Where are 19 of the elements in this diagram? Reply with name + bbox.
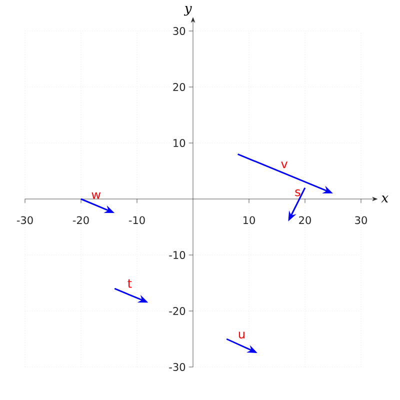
tick-label: 30 — [355, 216, 367, 224]
tick-label: 10 — [243, 216, 255, 224]
tick-label: -20 — [169, 307, 186, 315]
axis-label: y — [184, 6, 192, 16]
tick-label: 20 — [173, 83, 186, 91]
tick-label: -10 — [169, 251, 186, 259]
tick-label: -20 — [72, 216, 89, 224]
tick-label: -30 — [16, 216, 33, 224]
tick-label: 30 — [173, 27, 186, 35]
vector-label: t — [128, 279, 132, 288]
axis-label: x — [381, 196, 388, 202]
tick-label: -10 — [128, 216, 145, 224]
tick-label: -30 — [169, 363, 186, 371]
vector-label: u — [238, 332, 244, 339]
tick-label: 20 — [299, 216, 311, 224]
tick-label: 10 — [174, 139, 186, 147]
vector-label: w — [92, 192, 101, 199]
vector-label: v — [281, 162, 288, 168]
vector-label: s — [295, 189, 300, 196]
